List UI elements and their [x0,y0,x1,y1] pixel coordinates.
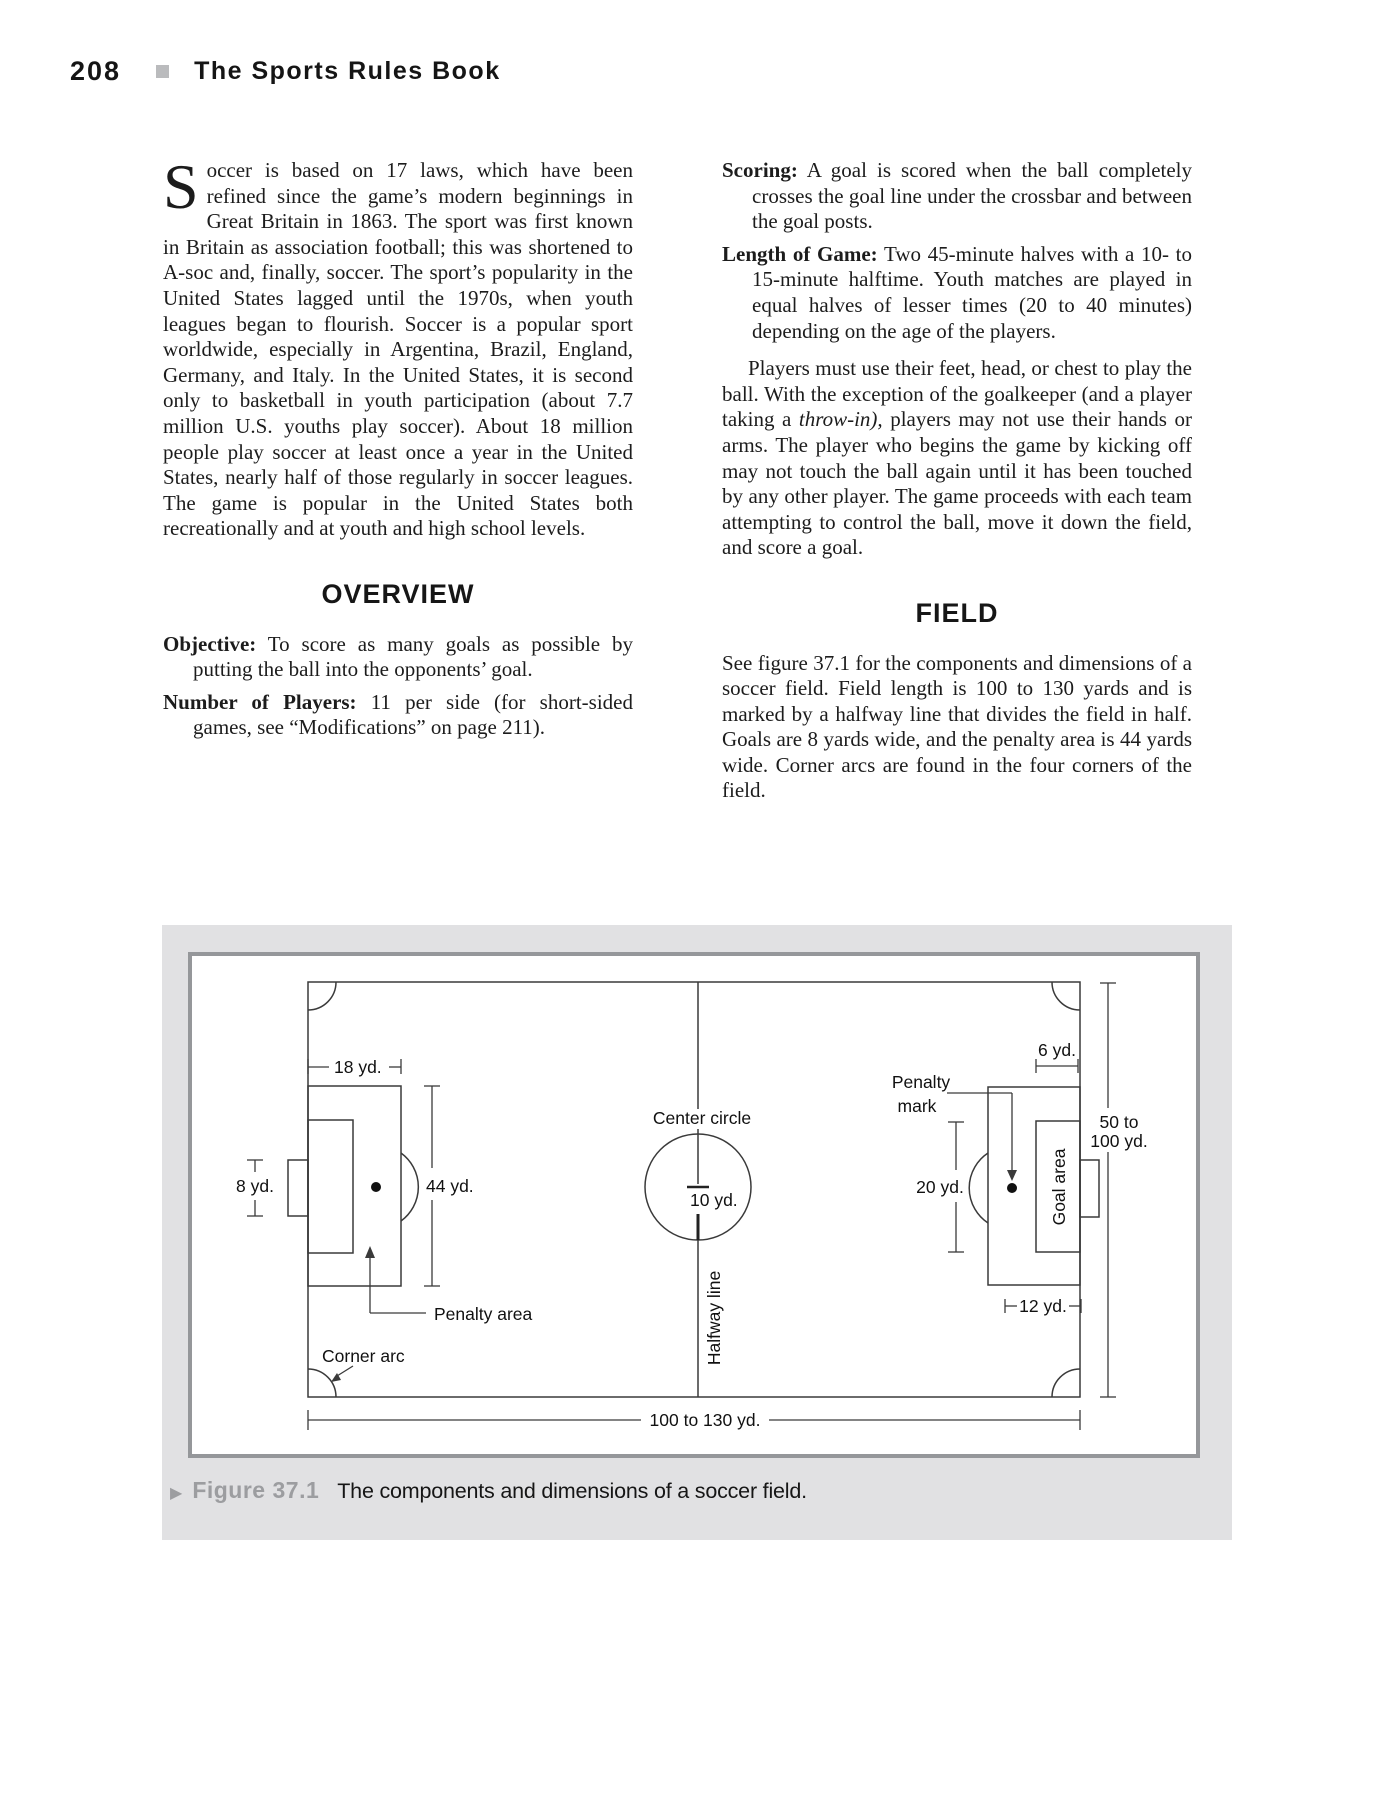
corner-arc-bottom-right [1051,1368,1081,1398]
label-penalty-mark-1: Penalty [892,1072,951,1092]
label-halfway-line: Halfway line [704,1271,724,1365]
goal-right [1079,1159,1100,1218]
goal-area-left [307,1119,354,1254]
players-paragraph: Players must use their feet, head, or ch… [722,356,1192,561]
label-goal-area: Goal area [1049,1148,1069,1225]
label-20yd: 20 yd. [916,1177,964,1197]
penalty-mark-right [1007,1183,1017,1193]
label-12yd: 12 yd. [1019,1296,1067,1316]
label-field-width-2: 100 yd. [1090,1131,1147,1151]
number-of-players-label: Number of Players: [163,689,357,714]
penalty-mark-arrow-icon [1007,1170,1017,1181]
label-10yd: 10 yd. [690,1190,738,1210]
field-heading: FIELD [915,597,999,628]
penalty-area-left [307,1085,402,1287]
figure-caption: ▶ Figure 37.1 The components and dimensi… [170,1477,807,1504]
caption-text: The components and dimensions of a socce… [337,1479,807,1503]
length-of-game-entry: Length of Game: Two 45-minute halves wit… [722,242,1192,344]
length-of-game-label: Length of Game: [722,241,878,266]
label-penalty-mark-2: mark [898,1096,937,1116]
length-of-game-text: Two 45-minute halves with a 10- to 15-mi… [752,241,1192,343]
players-paragraph-post: players may not use their hands or arms.… [722,407,1192,560]
penalty-arc-right [968,1152,989,1224]
label-8yd: 8 yd. [236,1176,274,1196]
header-square-bullet-icon [156,65,170,78]
page-header: 208 The Sports Rules Book [70,56,501,87]
scoring-entry: Scoring: A goal is scored when the ball … [722,158,1192,235]
overview-heading: OVERVIEW [321,578,475,609]
intro-text: occer is based on 17 laws, which have be… [163,158,633,541]
scoring-text: A goal is scored when the ball completel… [752,158,1192,234]
caption-label: Figure 37.1 [192,1477,320,1503]
number-of-players-text: 11 per side (for short-sided games, see … [193,689,633,740]
label-44yd: 44 yd. [426,1176,474,1196]
soccer-field-diagram: 18 yd. 44 yd. 8 yd. Penalty area Corner … [236,981,1148,1430]
players-paragraph-pre: Players must use their feet, head, or ch… [722,356,1192,432]
goal-left [287,1159,309,1217]
corner-arc-bottom-left [307,1368,337,1398]
objective-entry: Objective: To score as many goals as pos… [163,632,633,683]
penalty-mark-left [371,1182,381,1192]
right-column: Scoring: A goal is scored when the ball … [722,158,1192,804]
label-6yd: 6 yd. [1038,1040,1076,1060]
corner-arc-arrow-icon [331,1373,341,1382]
field-paragraph: See figure 37.1 for the components and d… [722,650,1192,803]
figure-37-1: 18 yd. 44 yd. 8 yd. Penalty area Corner … [162,925,1232,1540]
label-corner-arc: Corner arc [322,1346,405,1366]
caption-triangle-icon: ▶ [170,1485,183,1502]
penalty-area-arrow-icon [365,1246,375,1258]
label-18yd: 18 yd. [334,1057,382,1077]
corner-arc-top-right [1051,981,1081,1011]
scoring-label: Scoring: [722,158,798,182]
figure-frame [188,952,1200,1458]
objective-text: To score as many goals as possible by pu… [193,631,633,682]
label-field-length: 100 to 130 yd. [650,1410,761,1430]
label-field-width-1: 50 to [1100,1112,1139,1132]
corner-arc-top-left [307,981,337,1011]
label-center-circle: Center circle [653,1108,751,1128]
penalty-arc-left [400,1152,420,1222]
label-penalty-area: Penalty area [434,1304,533,1324]
page-number: 208 [70,56,122,86]
book-title: The Sports Rules Book [194,57,501,85]
number-of-players-entry: Number of Players: 11 per side (for shor… [163,690,633,741]
objective-label: Objective: [163,631,257,656]
players-paragraph-italic: throw-in), [798,407,883,432]
drop-cap: S [163,151,199,222]
label-backplate [630,1109,776,1129]
